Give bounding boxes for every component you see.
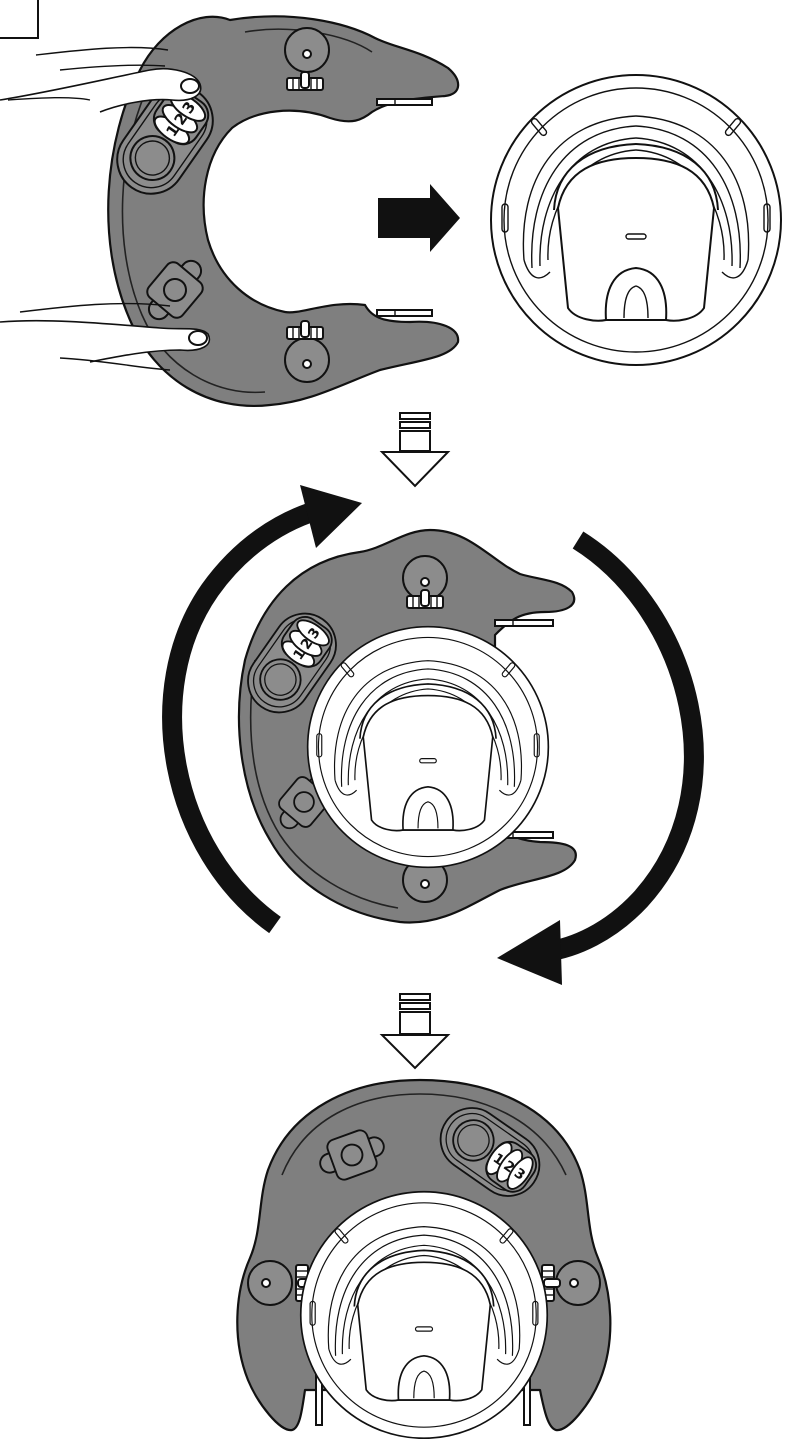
solid-right-arrow-icon <box>378 184 460 252</box>
rotate-clockwise-arrow-icon <box>162 485 704 985</box>
hand-top <box>0 46 202 113</box>
step-box-icon <box>0 0 39 39</box>
hand-bottom <box>0 302 211 371</box>
base-with-cup-assembled <box>234 528 577 924</box>
hollow-down-arrow-icon <box>379 993 451 1070</box>
base-rotated-final <box>236 1078 612 1439</box>
seat-cup-alone <box>490 74 782 366</box>
hollow-down-arrow-icon <box>379 412 451 488</box>
